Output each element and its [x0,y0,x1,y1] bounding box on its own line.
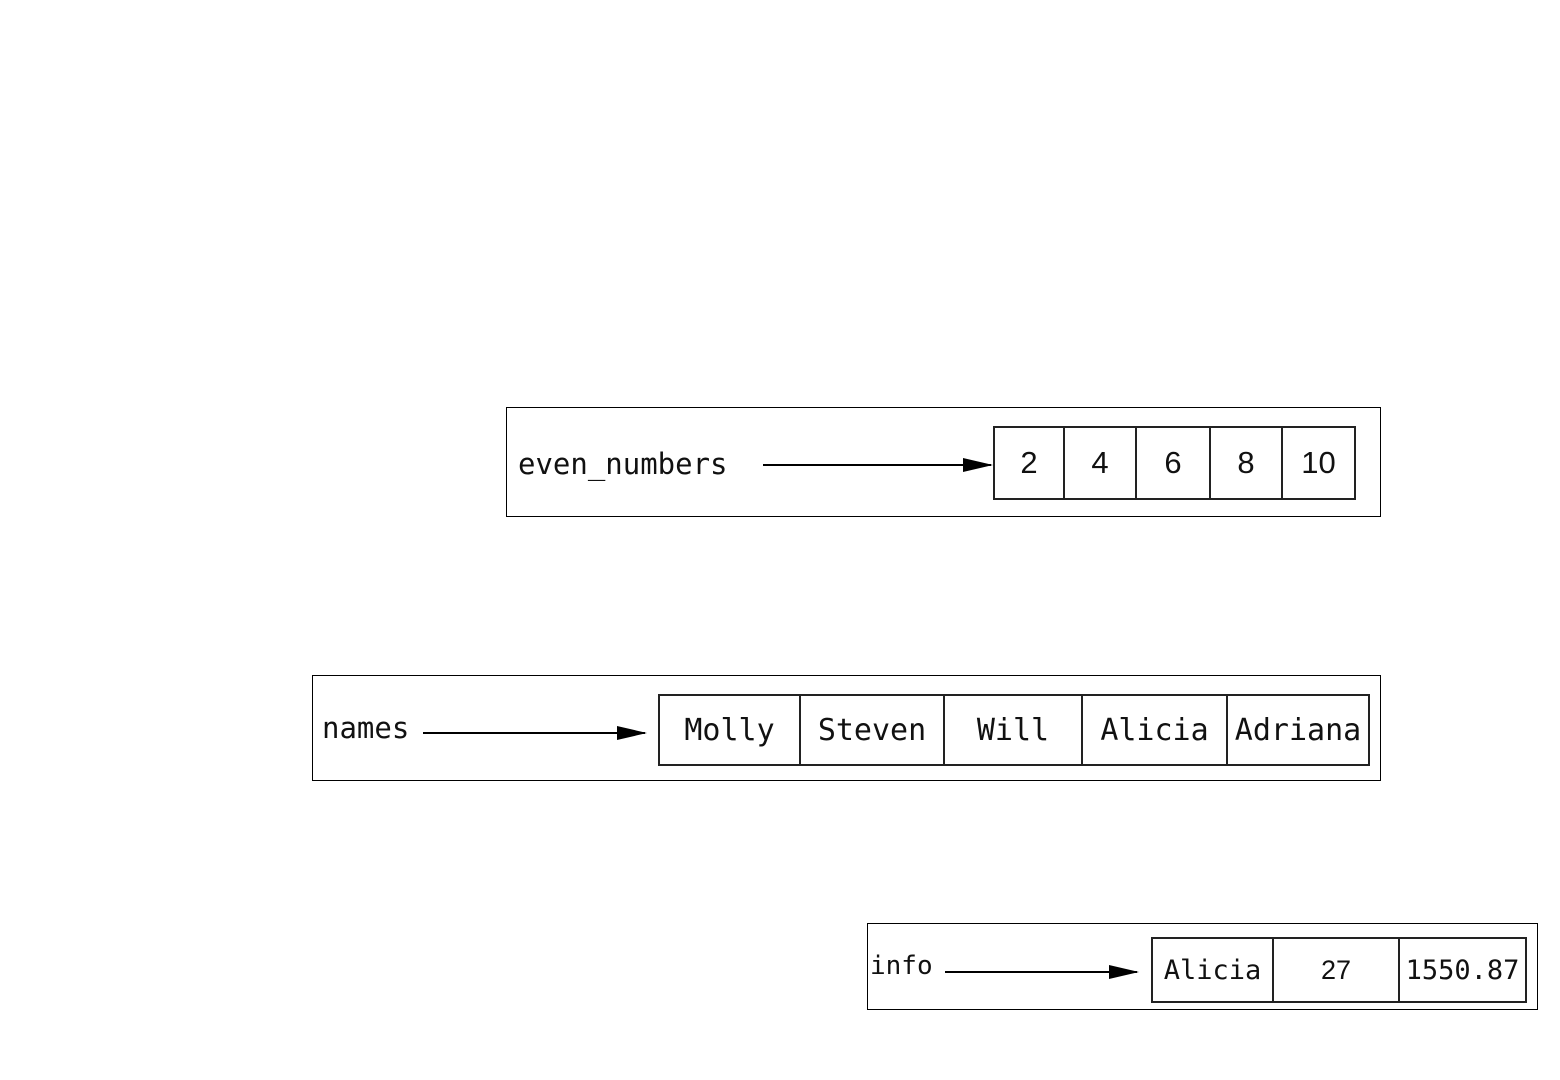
reference-arrow [763,464,991,466]
list-element: Alicia [1083,696,1228,764]
list-element: 27 [1274,939,1400,1001]
list-element: 1550.87 [1400,939,1525,1001]
list-element: 2 [995,428,1065,498]
list-cells: Alicia 27 1550.87 [1151,937,1527,1003]
list-element: 10 [1283,428,1354,498]
variable-name-even-numbers: even_numbers [518,450,728,479]
reference-arrow [423,732,645,734]
reference-arrow [945,971,1137,973]
variable-name-info: info [870,953,933,979]
list-cells: Molly Steven Will Alicia Adriana [658,694,1370,766]
list-element: Alicia [1153,939,1274,1001]
list-element: 4 [1065,428,1137,498]
variable-name-names: names [322,714,409,743]
list-element: Steven [801,696,945,764]
list-element: 8 [1211,428,1283,498]
list-element: Will [945,696,1083,764]
list-element: Molly [660,696,801,764]
list-element: 6 [1137,428,1211,498]
info-diagram: info Alicia 27 1550.87 [867,923,1538,1010]
even-numbers-diagram: even_numbers 2 4 6 8 10 [506,407,1381,517]
names-diagram: names Molly Steven Will Alicia Adriana [312,675,1381,781]
list-element: Adriana [1228,696,1368,764]
list-cells: 2 4 6 8 10 [993,426,1356,500]
